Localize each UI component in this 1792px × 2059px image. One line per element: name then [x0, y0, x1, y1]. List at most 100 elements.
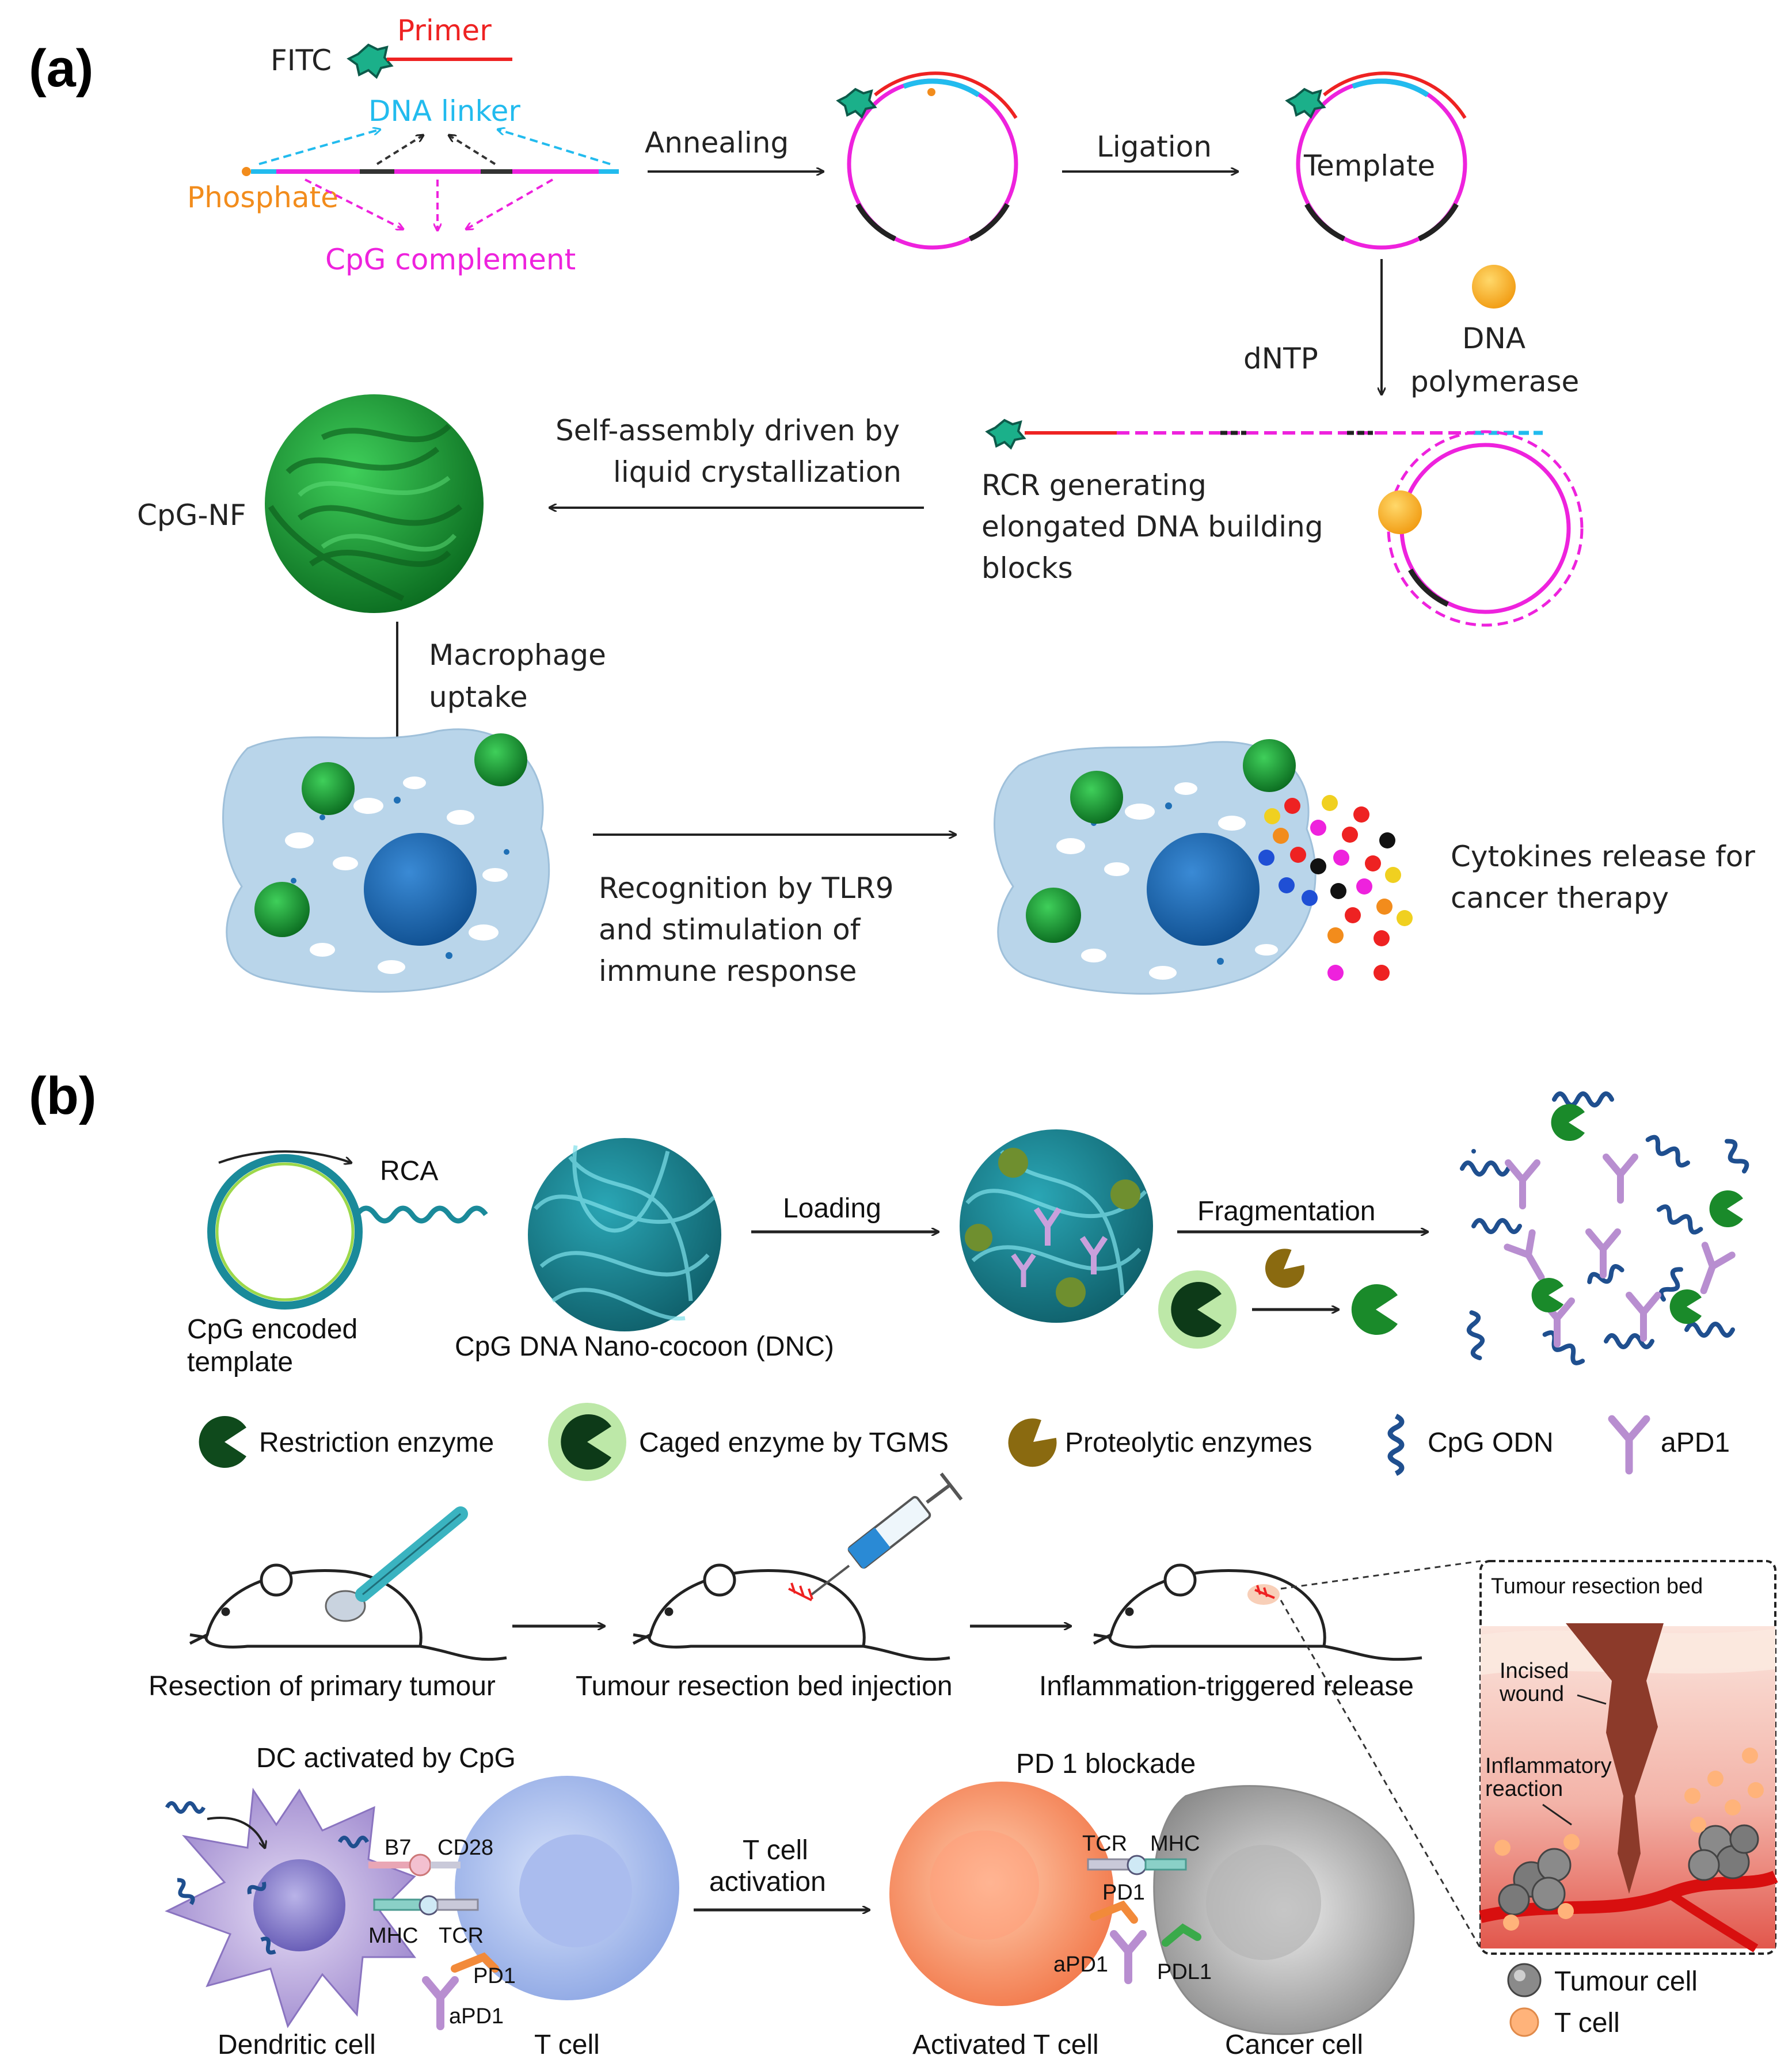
legend-caged-label: Caged enzyme by TGMS — [639, 1428, 949, 1458]
legend-apd1-icon — [1608, 1415, 1650, 1475]
inset-inflammatory-2: reaction — [1485, 1777, 1563, 1801]
legend-proteolytic-label: Proteolytic enzymes — [1065, 1428, 1312, 1458]
phosphate-dot — [927, 88, 935, 96]
pd1-blockade-label: PD 1 blockade — [1016, 1749, 1196, 1779]
dendritic-cell — [165, 1787, 416, 2028]
inflammatory-pointer — [1542, 1803, 1572, 1826]
tumour-cell-legend-highlight — [1514, 1970, 1525, 1981]
internalized-nf — [1243, 739, 1296, 792]
step-release-label: Inflammation-triggered release — [1039, 1671, 1414, 1702]
t-cell-legend-label: T cell — [1554, 2008, 1620, 2038]
restriction-enzyme-icon — [1171, 1282, 1222, 1337]
rca-rotation-arrow — [218, 1150, 351, 1163]
tcr2-label: TCR — [1082, 1832, 1127, 1856]
mouse-injection — [632, 1563, 950, 1661]
inset-title: Tumour resection bed — [1491, 1574, 1703, 1599]
annealing-label: Annealing — [645, 126, 789, 159]
recognition-label-1: Recognition by TLR9 — [599, 871, 894, 905]
recognition-label-2: and stimulation of — [599, 913, 861, 946]
activated-t-cell-label: Activated T cell — [912, 2030, 1099, 2059]
mouse-release — [1093, 1563, 1422, 1661]
internalized-nf — [474, 733, 527, 786]
rcr-label-1: RCR generating — [981, 469, 1207, 502]
recognition-label-3: immune response — [599, 954, 857, 988]
fitc-label: FITC — [271, 44, 332, 77]
cytokines-label-1: Cytokines release for — [1451, 840, 1755, 873]
fitc-star-icon — [985, 418, 1026, 450]
restriction-enzyme-icon — [1551, 1103, 1585, 1141]
b7-label: B7 — [385, 1836, 411, 1860]
internalized-nf — [1070, 771, 1123, 824]
macrophage-label-1: Macrophage — [429, 638, 606, 672]
legend-restriction-icon — [199, 1416, 246, 1468]
incision-icon — [788, 1582, 813, 1601]
zoom-line-top — [1280, 1560, 1481, 1590]
zoom-line-bottom — [1280, 1600, 1482, 1949]
macrophage-cell-1 — [222, 728, 550, 993]
dnc-ball — [528, 1138, 721, 1331]
rca-label: RCA — [380, 1156, 438, 1186]
cd28-label: CD28 — [437, 1836, 493, 1860]
cpg-odn-on-dc — [165, 1801, 370, 1955]
template-linker-cyan — [1352, 78, 1429, 97]
annealed-linker-1 — [855, 203, 896, 242]
b7-cd28-pair — [368, 1854, 461, 1877]
legend-caged-inner-icon — [561, 1414, 611, 1470]
fitc-star-icon — [347, 43, 394, 79]
tumour-cell-legend-label: Tumour cell — [1554, 1966, 1698, 1997]
restriction-enzyme-icon — [1531, 1278, 1563, 1312]
dna-polymerase-icon — [1378, 490, 1422, 534]
restriction-enzyme-icon — [1709, 1190, 1743, 1227]
linker-arrow-left — [258, 130, 380, 165]
fitc-star-icon — [1285, 87, 1326, 119]
syringe-icon — [811, 1472, 963, 1596]
rcr-outer-circle — [1387, 430, 1584, 627]
t-cell-label: T cell — [534, 2030, 600, 2059]
black-arrow-1 — [376, 135, 423, 165]
fitc-star-icon — [836, 87, 877, 119]
dendritic-cell-label: Dendritic cell — [218, 2030, 376, 2059]
dnc-label: CpG DNA Nano-cocoon (DNC) — [455, 1331, 834, 1362]
template-linker-2 — [1418, 203, 1459, 242]
rcr-label-3: blocks — [981, 551, 1073, 585]
cpg-complement-label: CpG complement — [325, 243, 576, 276]
fragments-cluster — [1460, 1091, 1749, 1365]
mhc-tcr-pair — [373, 1895, 479, 1916]
proteolytic-enzyme-icon — [1265, 1249, 1304, 1288]
template-linker-1 — [1304, 203, 1345, 242]
phosphate-dot — [242, 167, 251, 176]
scalpel-edge — [362, 1513, 461, 1596]
macrophage-nucleus — [1147, 833, 1260, 946]
black-arrow-2 — [449, 135, 496, 165]
t-cell-nucleus — [519, 1835, 632, 1947]
step-resection-label: Resection of primary tumour — [149, 1671, 496, 1702]
dc-title: DC activated by CpG — [256, 1743, 516, 1773]
legend-apd1-label: aPD1 — [1661, 1428, 1730, 1458]
loaded-dnc-ball — [960, 1129, 1153, 1323]
cytokines-cluster — [1258, 795, 1413, 981]
tumour-cell-legend-icon — [1507, 1963, 1542, 1997]
rcr-circle — [1399, 443, 1571, 614]
incision-icon — [1254, 1585, 1275, 1599]
t-activation-label-2: activation — [709, 1867, 826, 1897]
apd1-antibody — [422, 1976, 459, 2030]
pd1-receptor — [1090, 1900, 1138, 1924]
pdl1-label: PDL1 — [1157, 1960, 1212, 1984]
annealed-linker-2 — [969, 203, 1010, 242]
template-primer — [1323, 71, 1467, 119]
rcr-label-2: elongated DNA building — [981, 510, 1323, 543]
t-cell-legend-icon — [1509, 2007, 1539, 2037]
apd1-antibody — [1110, 1930, 1147, 1984]
cpg-uptake-arrow — [207, 1817, 265, 1848]
step-injection-label: Tumour resection bed injection — [576, 1671, 953, 1702]
apd1-label: aPD1 — [449, 2004, 504, 2028]
loading-label: Loading — [783, 1193, 881, 1224]
legend-cpg-odn-icon — [1387, 1413, 1405, 1476]
tcr-label: TCR — [439, 1924, 484, 1948]
fragmentation-label: Fragmentation — [1197, 1196, 1376, 1227]
pd1-label: PD1 — [473, 1964, 516, 1988]
legend-proteolytic-icon — [1008, 1418, 1057, 1467]
annealed-primer — [874, 71, 1018, 119]
macrophage-label-2: uptake — [429, 680, 528, 714]
